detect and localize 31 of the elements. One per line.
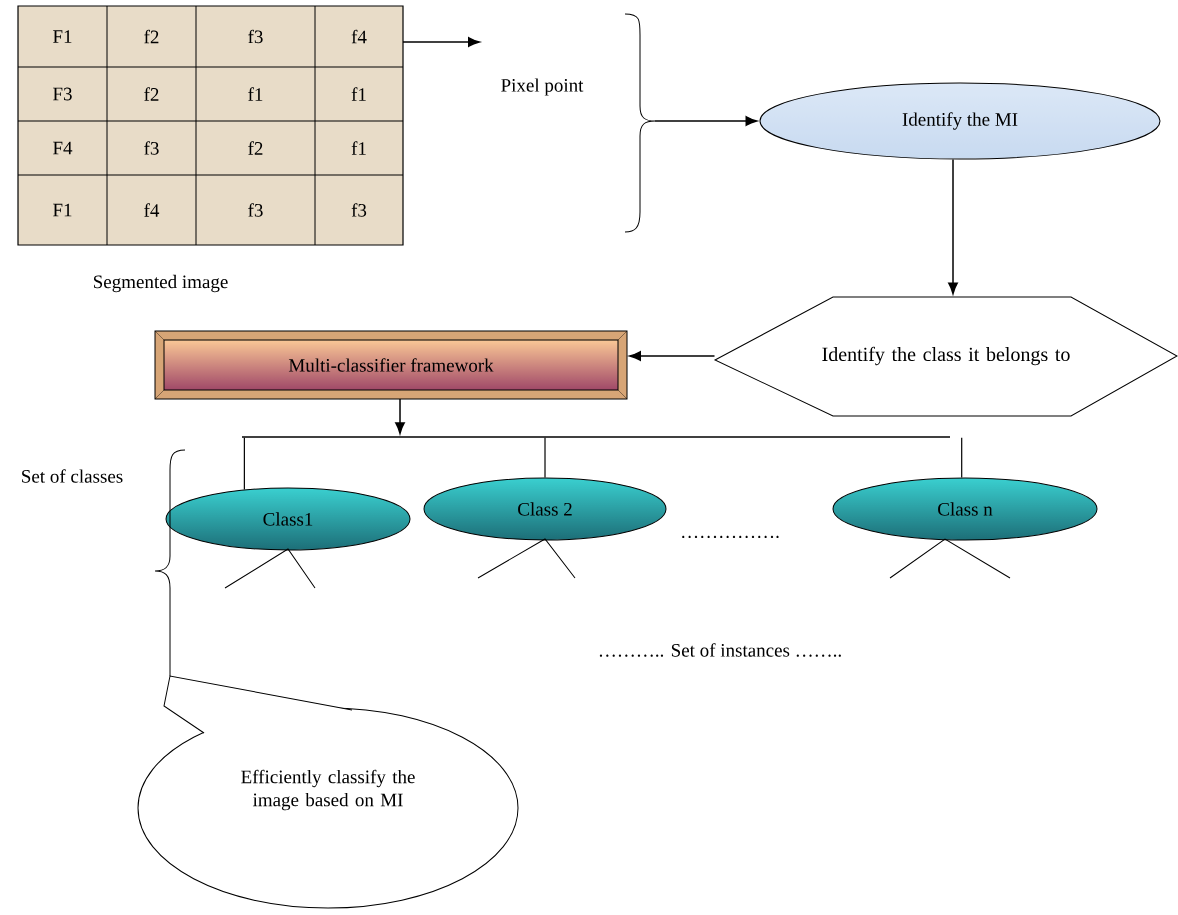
decision-hexagon: Identify the class it belongs to: [714, 296, 1178, 417]
image-caption: Segmented image: [94, 274, 228, 293]
node-label: f2: [248, 141, 263, 155]
node-label: F3: [53, 87, 72, 101]
node-label: f3: [144, 141, 159, 155]
arrow: [654, 116, 758, 126]
node-label: f1: [248, 87, 263, 101]
node-label: f2: [144, 87, 159, 101]
segmented-image-grid: F1 f2 f3 f4 F3 f2 f1 f1 F4 f3 f2 f1 F1 f4 f3 f3: [17, 5, 404, 246]
arrow: [402, 37, 480, 47]
node-label: f4: [144, 203, 160, 217]
node-label: F1: [53, 30, 72, 43]
arrow: [948, 158, 958, 295]
note-text: …………….: [682, 535, 779, 539]
note-text: Pixel point: [501, 78, 584, 96]
node-label: f3: [248, 203, 263, 217]
node-label: f2: [144, 29, 159, 44]
node-label: F4: [53, 141, 73, 155]
node-label: f1: [351, 87, 366, 101]
node-label: f4: [351, 29, 367, 44]
node-label: F1: [53, 203, 72, 217]
framework-box: Multi-classifier framework: [154, 330, 628, 400]
node-label: f1: [351, 141, 366, 155]
node-label: f3: [248, 29, 263, 44]
arrow: [629, 351, 716, 361]
speech-bubble: Efficiently classify the image based on MI: [137, 675, 519, 909]
note-text: ……….. Set of instances ……..: [599, 643, 841, 657]
note-text: Set of classes: [22, 469, 123, 483]
curly-brace: [624, 13, 656, 233]
node-label: f3: [351, 203, 367, 217]
arrow: [395, 398, 405, 435]
